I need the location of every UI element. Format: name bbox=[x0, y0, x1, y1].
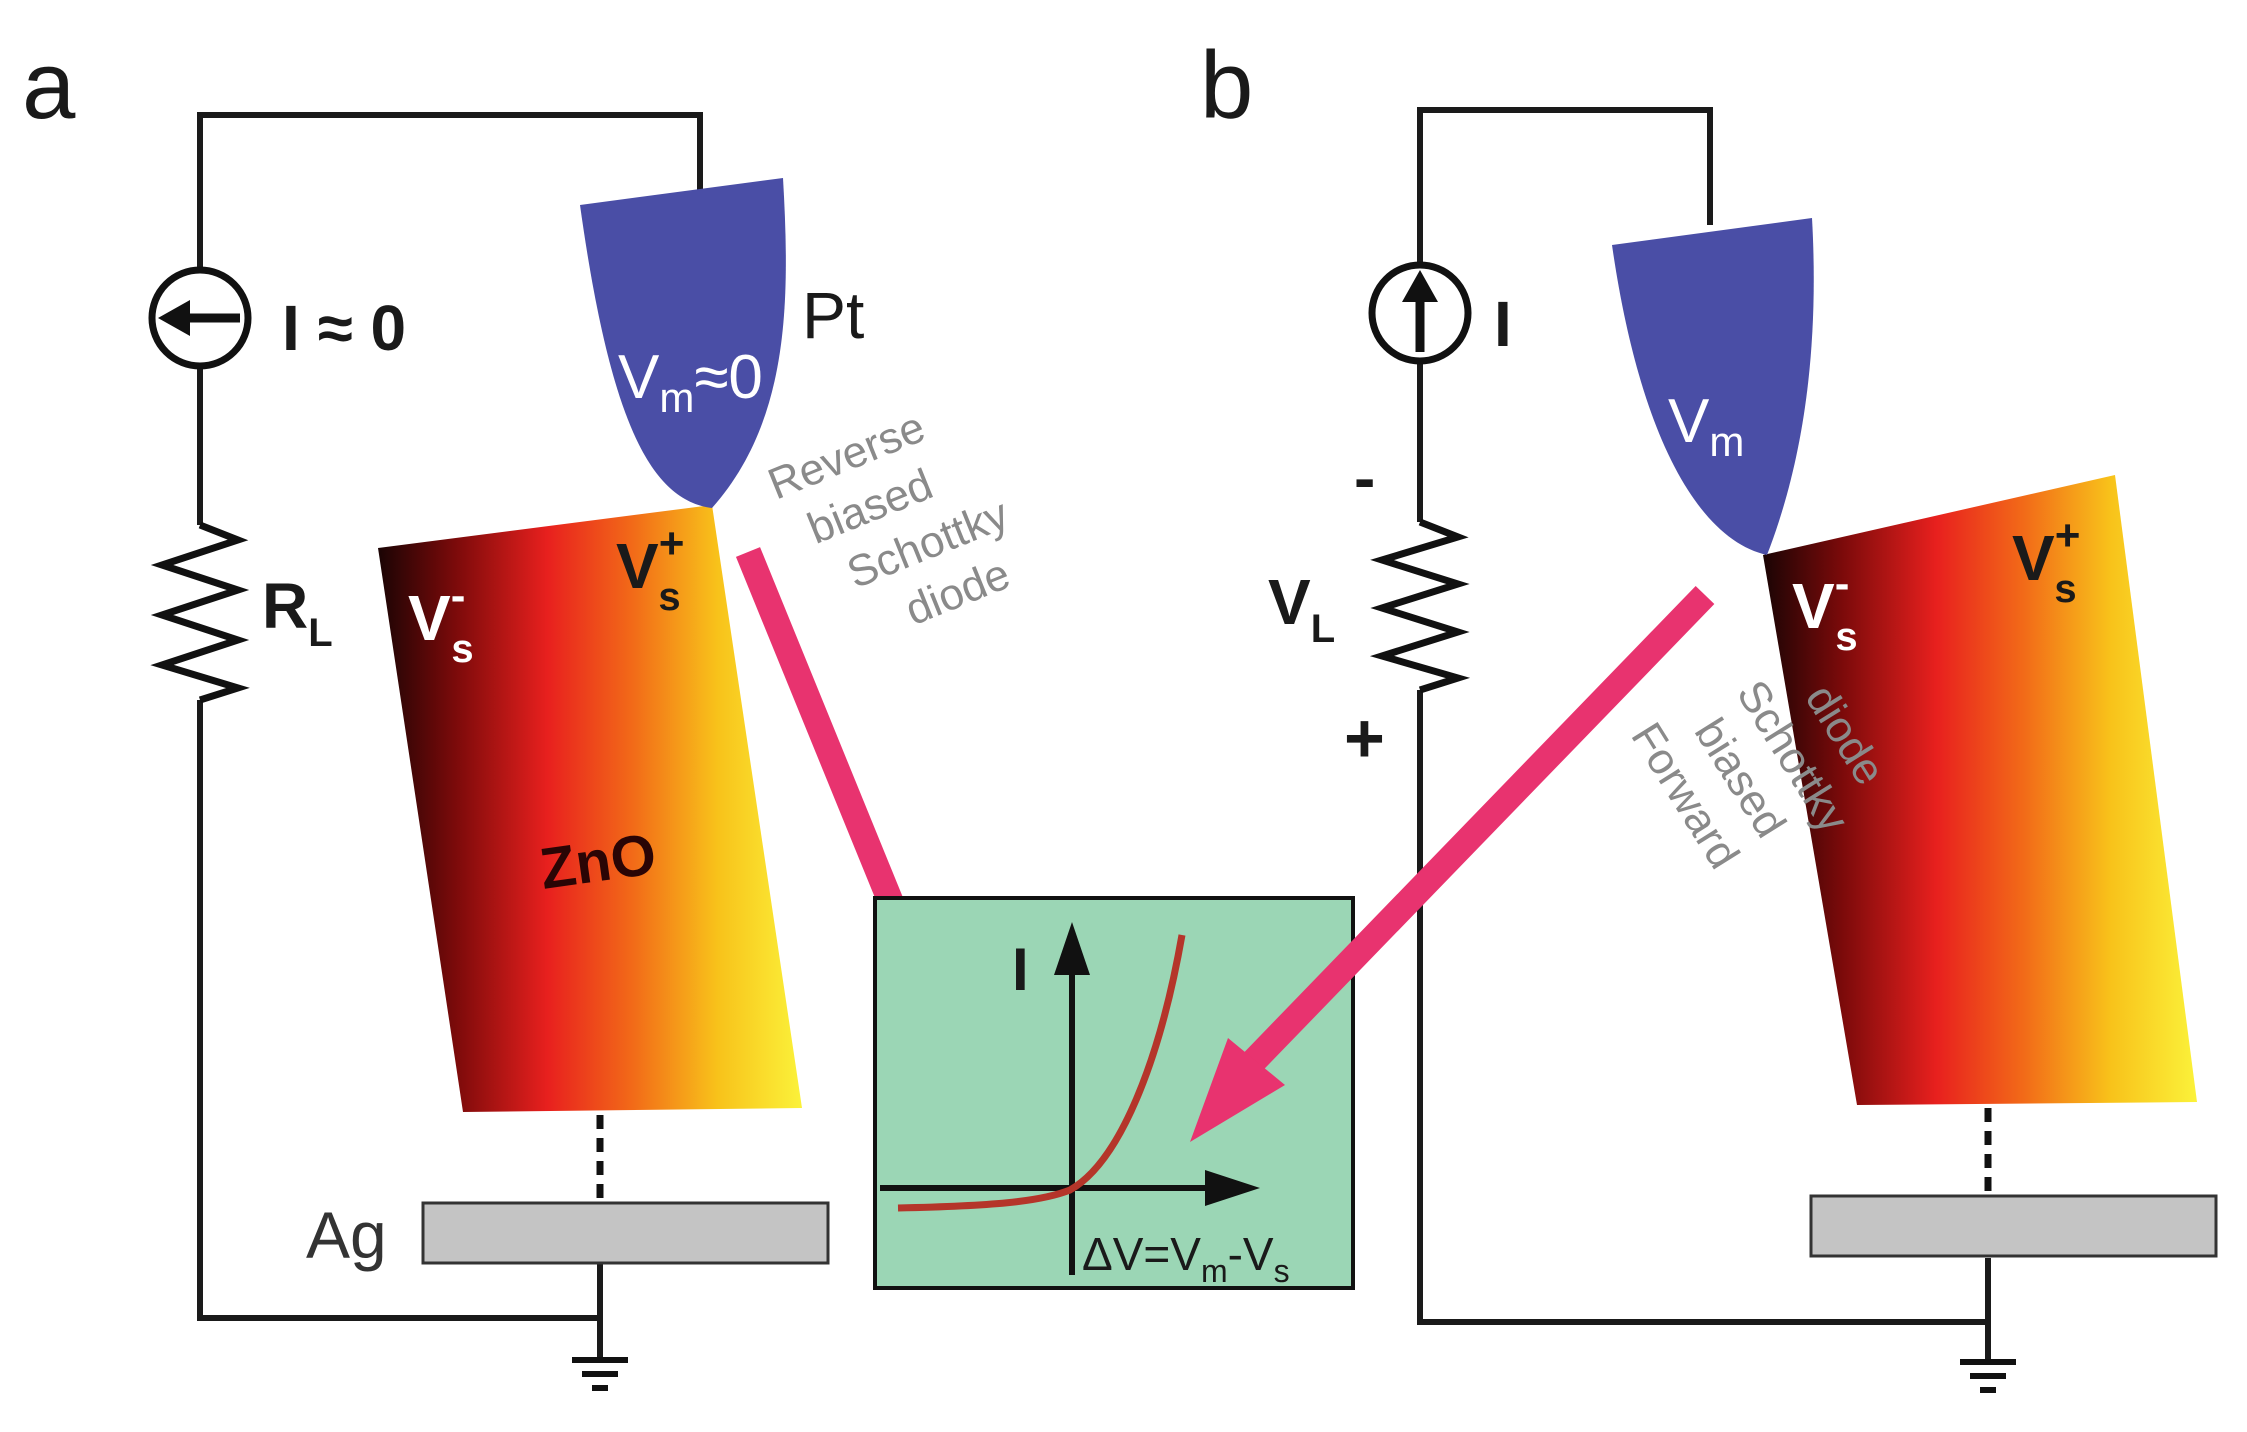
panel-a-ag-electrode bbox=[421, 1201, 830, 1265]
panel-a-vs-minus: V-s bbox=[408, 571, 474, 671]
panel-a-vs-plus: V+s bbox=[616, 519, 684, 619]
iv-x-label: ΔV=Vm-Vs bbox=[1082, 1228, 1290, 1289]
panel-a-pt-tip bbox=[580, 178, 786, 508]
panel-a-tip-voltage: Vm≈0 bbox=[618, 343, 763, 421]
panel-b-pink-arrow bbox=[1240, 585, 1715, 1075]
panel-b-tip-voltage: Vm bbox=[1668, 387, 1744, 465]
panel-b-tip bbox=[1612, 218, 1814, 555]
iv-inset: I ΔV=Vm-Vs bbox=[873, 896, 1355, 1290]
panel-a-zno-nanowire bbox=[378, 505, 802, 1112]
panel-a-current-label: I ≈ 0 bbox=[282, 292, 406, 364]
panel-b-vs-plus: V+s bbox=[2012, 511, 2080, 611]
iv-x-axis-arrow-icon bbox=[1205, 1170, 1260, 1206]
panel-b-label: b bbox=[1200, 32, 1253, 139]
panel-b-ground-icon bbox=[1960, 1359, 2016, 1393]
panel-a-resistor-icon bbox=[150, 521, 250, 704]
iv-y-axis-arrow-icon bbox=[1054, 922, 1090, 975]
panel-b-load-label: VL bbox=[1268, 566, 1335, 651]
panel-b-current-label: I bbox=[1494, 288, 1512, 360]
panel-a-pt-label: Pt bbox=[802, 278, 864, 352]
panel-a-ground-icon bbox=[572, 1357, 628, 1391]
panel-a-note: Reverse biased Schottky diode bbox=[761, 402, 1016, 635]
iv-curve bbox=[897, 934, 1186, 1212]
panel-b-current-source-icon bbox=[1368, 261, 1472, 365]
panel-b: b I - VL + V-s V+s Vm bbox=[1190, 32, 2218, 1393]
panel-a: a I ≈ 0 RL V-s V+s ZnO bbox=[22, 32, 1017, 1391]
panel-b-vs-minus: V-s bbox=[1792, 559, 1858, 659]
panel-b-plus-sign: + bbox=[1344, 699, 1385, 777]
panel-a-ag-label: Ag bbox=[306, 1198, 387, 1272]
iv-inset-background bbox=[873, 896, 1355, 1290]
panel-a-zno-label: ZnO bbox=[536, 821, 660, 902]
panel-b-electrode bbox=[1809, 1194, 2218, 1258]
panel-a-label: a bbox=[22, 32, 76, 139]
panel-a-circuit-wire bbox=[197, 112, 703, 1321]
panel-b-zno-nanowire bbox=[1763, 475, 2197, 1105]
panel-a-current-source-icon bbox=[148, 266, 252, 370]
panel-b-load-resistor-icon bbox=[1369, 518, 1471, 694]
panel-b-pink-arrowhead bbox=[1190, 1038, 1285, 1142]
panel-b-minus-sign: - bbox=[1354, 442, 1375, 514]
panel-a-resistor-label: RL bbox=[262, 570, 333, 655]
iv-y-label: I bbox=[1012, 936, 1029, 1003]
